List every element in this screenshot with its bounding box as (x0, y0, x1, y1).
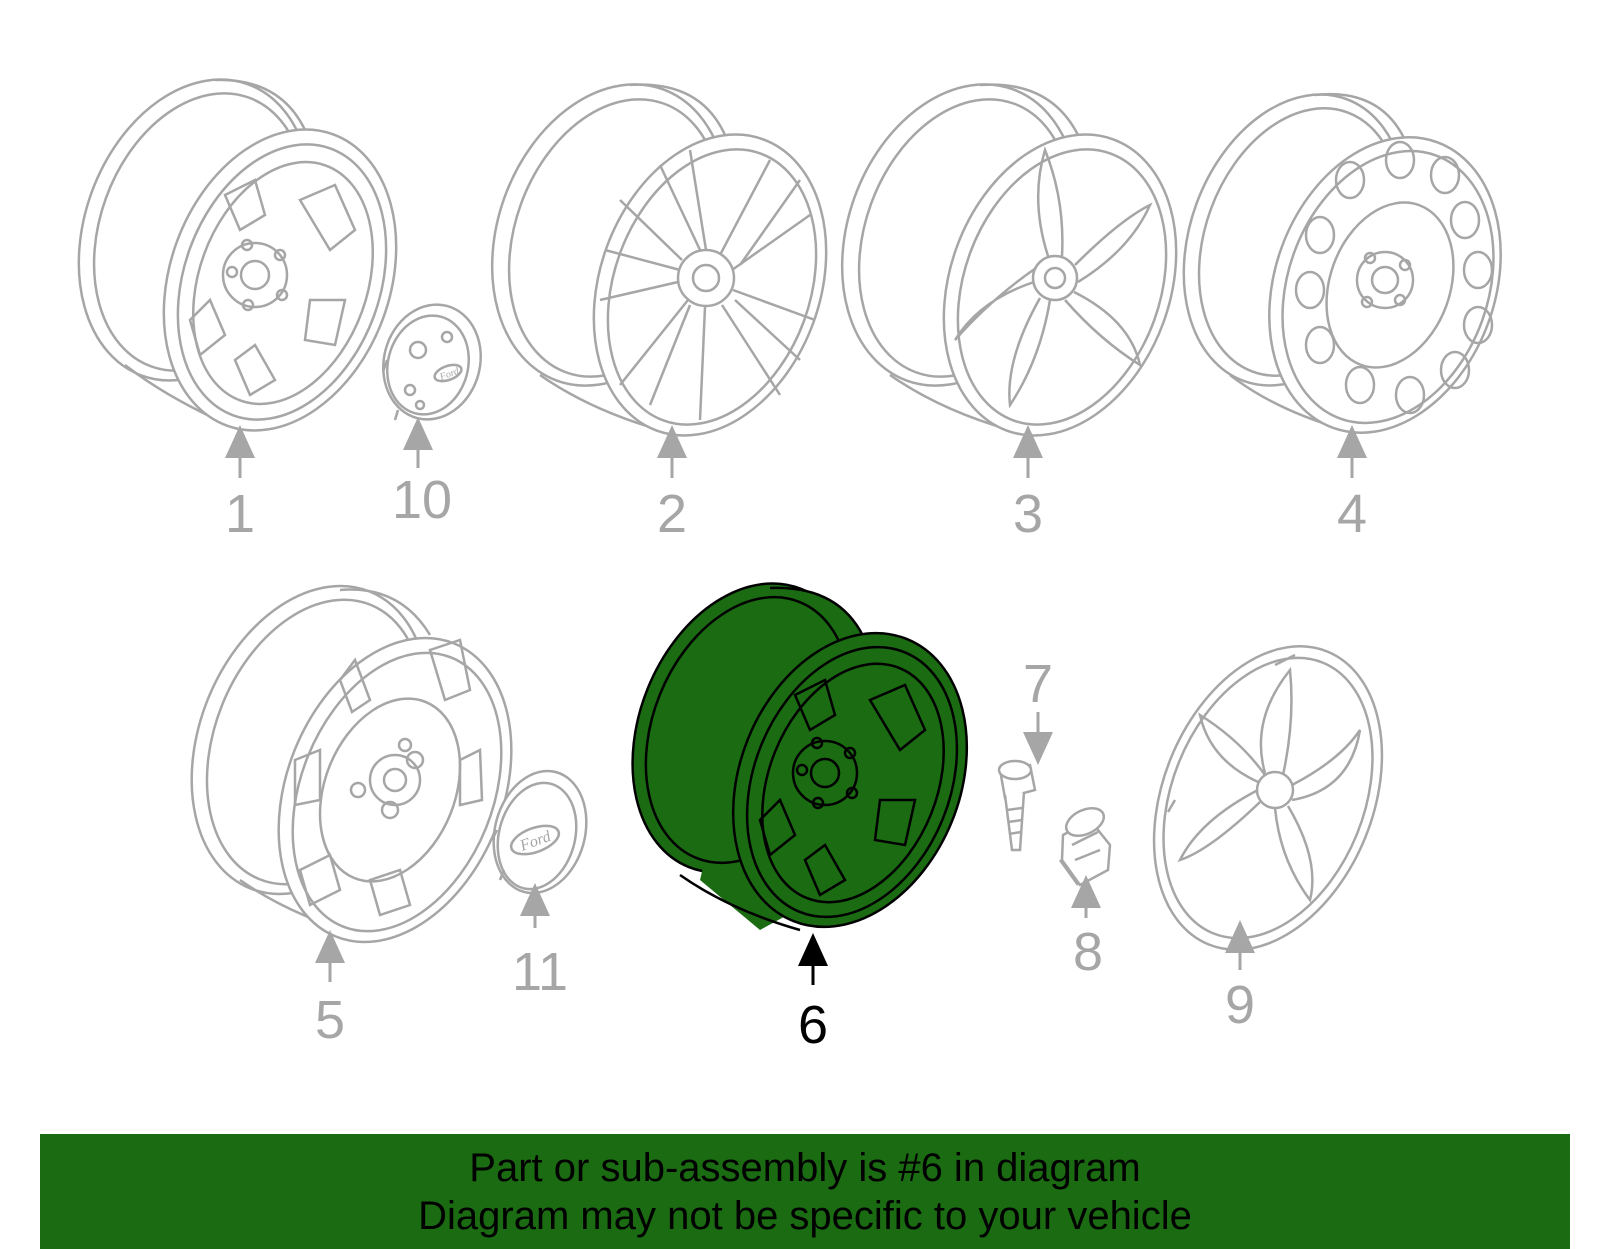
info-banner: Part or sub-assembly is #6 in diagram Di… (40, 1134, 1570, 1249)
label-1: 1 (225, 484, 255, 544)
center-cap-10[interactable] (371, 294, 494, 431)
banner-line-1: Part or sub-assembly is #6 in diagram (469, 1146, 1141, 1190)
wheel-stud-7[interactable] (997, 759, 1037, 852)
wheel-cover-9[interactable] (1111, 612, 1424, 984)
label-2: 2 (657, 484, 687, 544)
label-8: 8 (1073, 922, 1103, 982)
wheel-4[interactable] (1145, 63, 1540, 465)
label-7: 7 (1023, 654, 1053, 714)
wheel-2[interactable] (452, 51, 867, 468)
wheel-6-highlighted[interactable] (591, 550, 1008, 963)
label-11: 11 (512, 942, 568, 1002)
label-4: 4 (1337, 484, 1367, 544)
label-5: 5 (315, 990, 345, 1050)
label-9: 9 (1225, 975, 1255, 1035)
lug-nut-8[interactable] (1058, 803, 1112, 887)
callout-arrows (225, 417, 1367, 985)
wheel-1[interactable] (39, 47, 437, 464)
label-6: 6 (798, 995, 828, 1055)
label-10: 10 (392, 470, 452, 530)
wheel-5[interactable] (148, 550, 554, 977)
banner-line-2: Diagram may not be specific to your vehi… (418, 1194, 1192, 1238)
wheel-3[interactable] (802, 51, 1217, 468)
label-3: 3 (1013, 484, 1043, 544)
